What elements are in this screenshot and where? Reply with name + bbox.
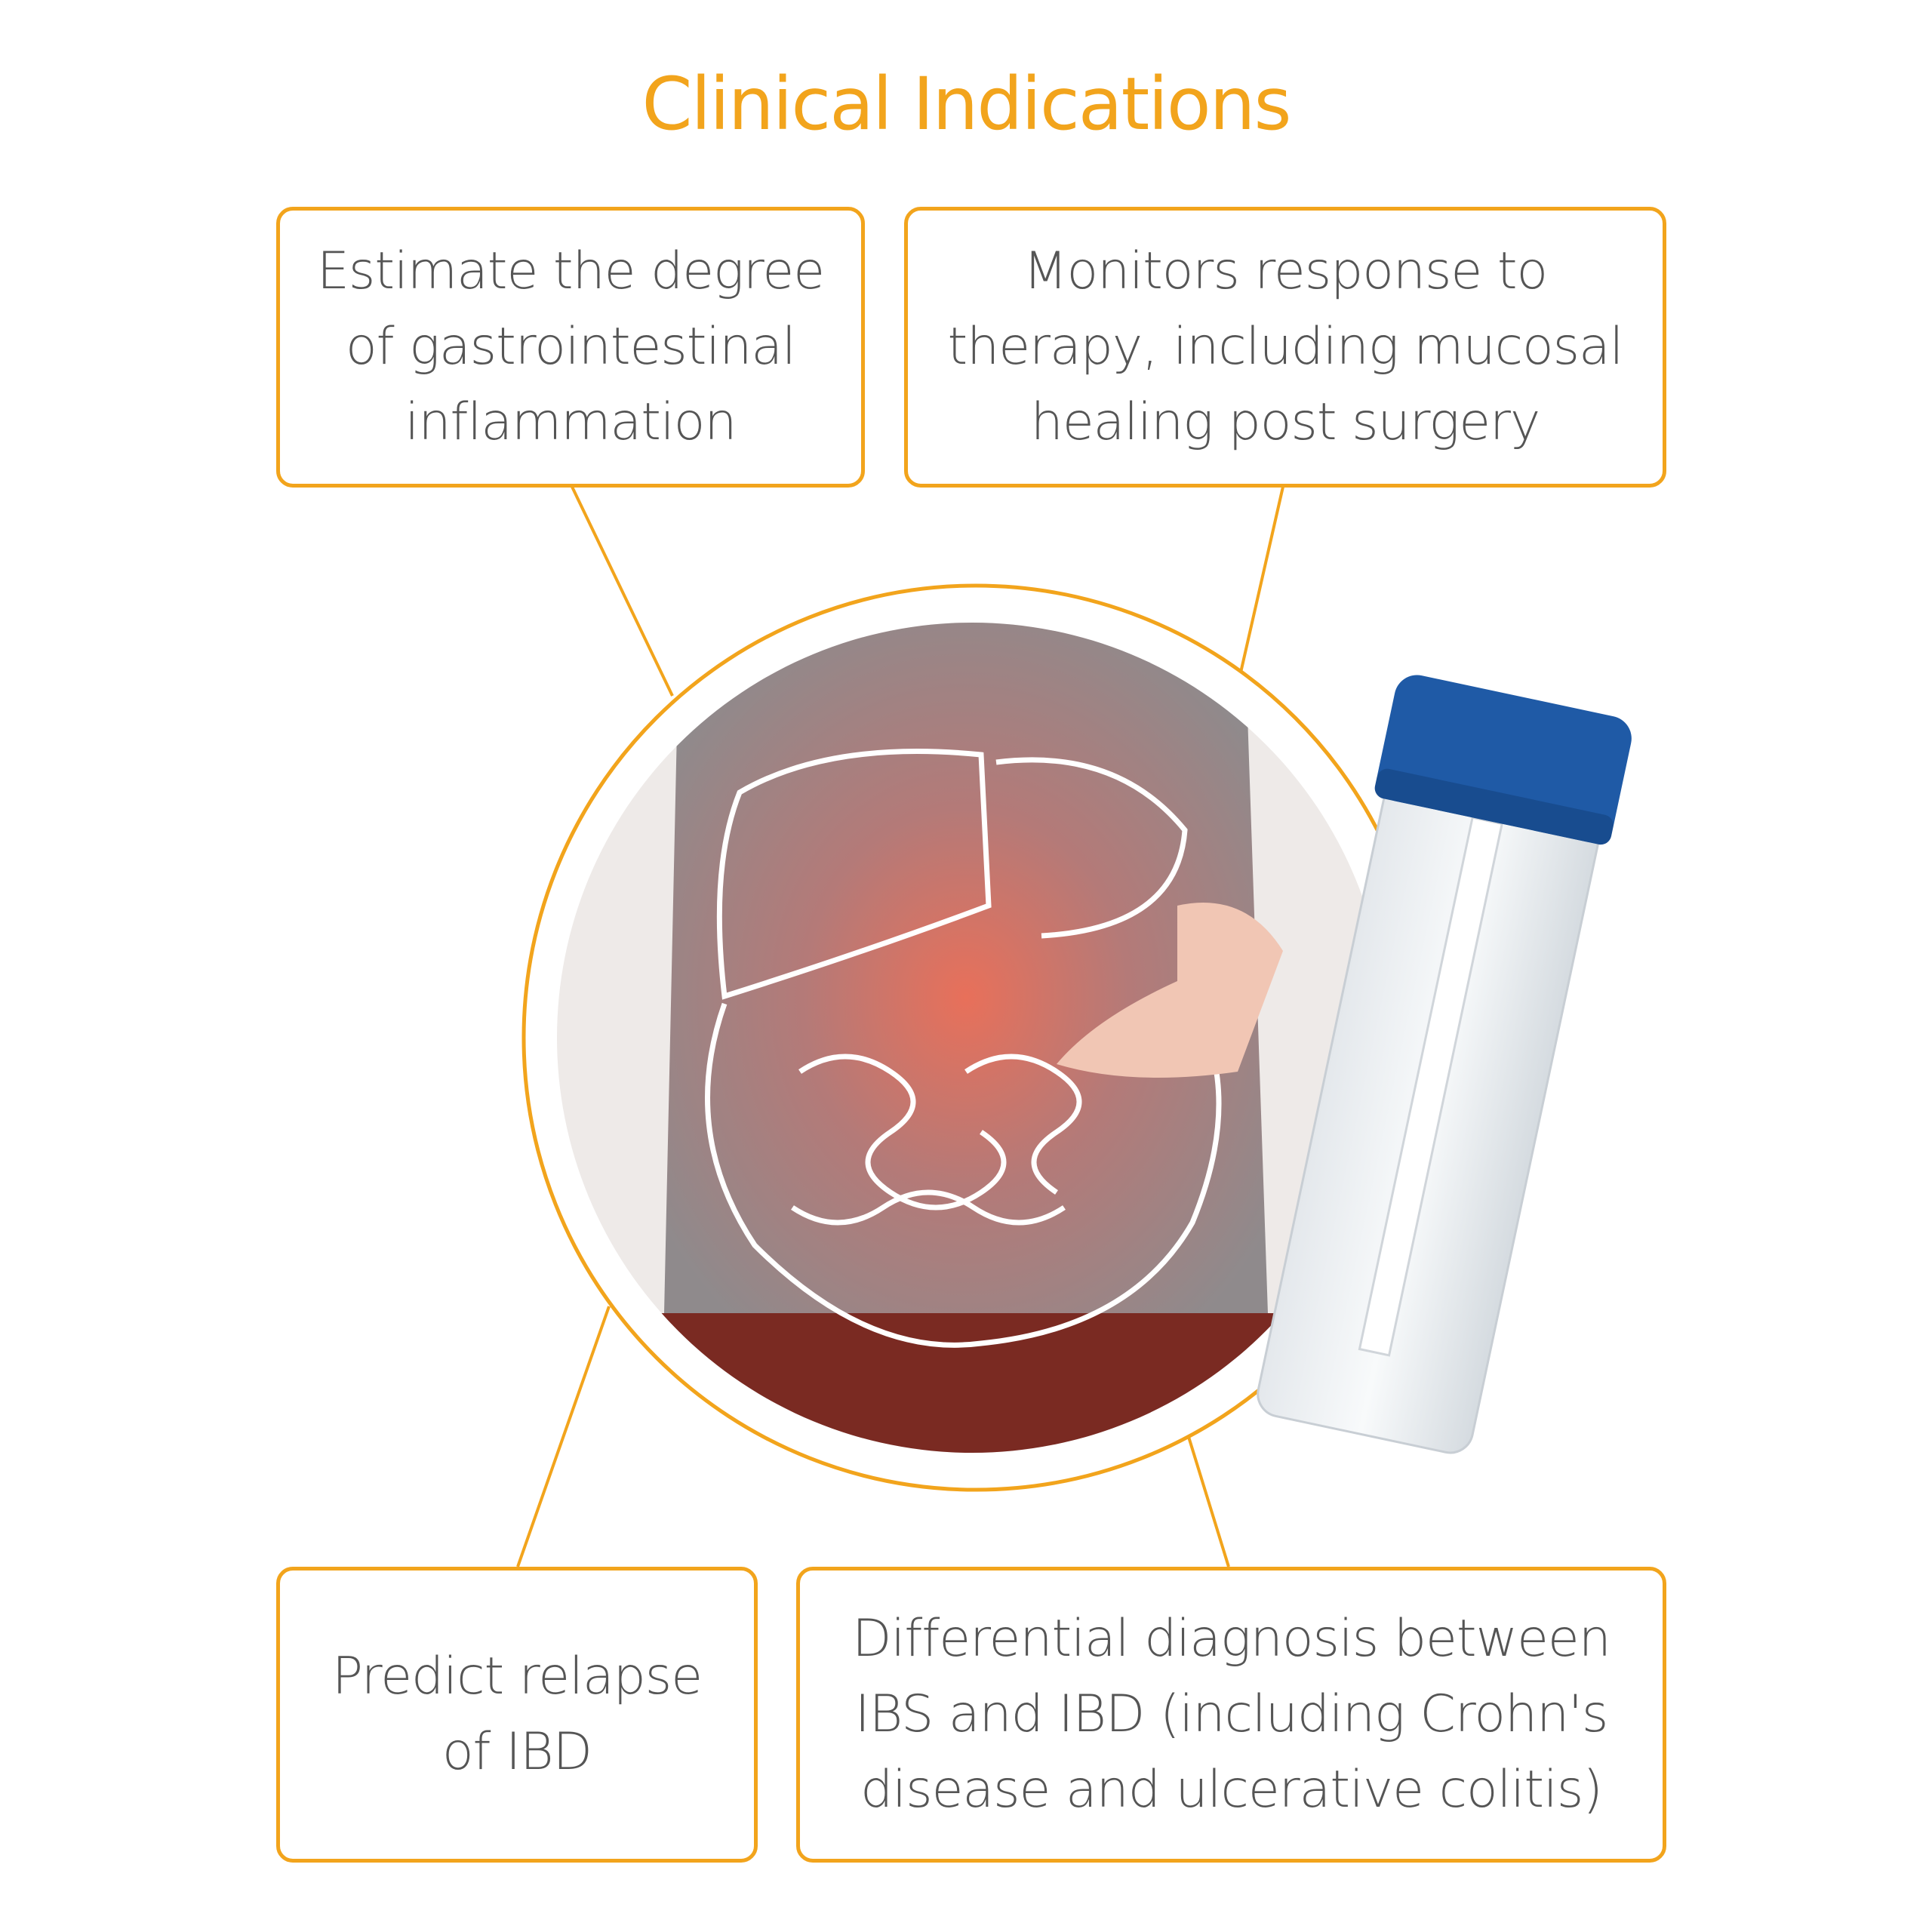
sample-tube xyxy=(1257,675,1632,1454)
indication-text: Predict relapse xyxy=(331,1647,703,1706)
connector-line xyxy=(1239,486,1284,673)
connector-line xyxy=(571,486,674,697)
indication-box-therapy-response: Monitors response to therapy, including … xyxy=(904,207,1666,488)
indication-text: disease and ulcerative colitis) xyxy=(860,1760,1603,1820)
connector-line xyxy=(516,1306,611,1567)
page-title: Clinical Indications xyxy=(641,62,1292,146)
indication-box-relapse: Predict relapse of IBD xyxy=(276,1567,758,1863)
hand xyxy=(1057,903,1283,1078)
indication-box-differential-diagnosis: Differential diagnosis between IBS and I… xyxy=(796,1567,1666,1863)
indication-box-inflammation: Estimate the degree of gastrointestinal … xyxy=(276,207,865,488)
indication-text: Estimate the degree xyxy=(316,242,825,301)
indication-text: IBS and IBD (including Crohn's xyxy=(854,1684,1609,1744)
indication-text: of IBD xyxy=(441,1722,592,1782)
connector-line xyxy=(1187,1436,1230,1567)
indication-text: Monitors response to xyxy=(1023,242,1548,301)
indication-text: healing post surgery xyxy=(1030,392,1541,452)
indication-text: inflammation xyxy=(405,392,737,452)
indication-text: of gastrointestinal xyxy=(346,317,796,377)
indication-text: Differential diagnosis between xyxy=(852,1609,1611,1669)
indication-text: therapy, including mucosal xyxy=(947,317,1623,377)
